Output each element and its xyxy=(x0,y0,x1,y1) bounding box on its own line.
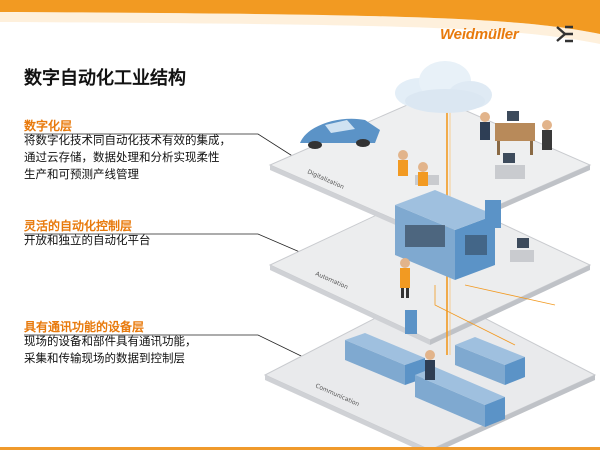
cloud-icon xyxy=(395,61,492,113)
section-communication-text: 现场的设备和部件具有通讯功能， 采集和传输现场的数据到控制层 xyxy=(24,334,197,365)
industry-architecture-illustration: Digitalization Automation Communication xyxy=(263,61,597,450)
automation-workstation xyxy=(400,200,534,298)
page-title: 数字自动化工业结构 xyxy=(24,68,186,89)
brand-name: Weidmüller xyxy=(440,26,519,43)
weidmuller-logo-icon xyxy=(556,25,573,43)
section-automation-heading: 灵活的自动化控制层 xyxy=(24,219,133,233)
section-automation-text: 开放和独立的自动化平台 xyxy=(24,233,151,247)
control-cabinet xyxy=(395,190,495,280)
header-band xyxy=(0,0,600,44)
footer-line xyxy=(0,447,600,450)
office-workers xyxy=(398,111,552,186)
field-machines xyxy=(345,310,525,427)
section-digitalization-heading: 数字化层 xyxy=(24,119,73,133)
section-communication-heading: 具有通讯功能的设备层 xyxy=(24,320,145,334)
section-digitalization-text: 将数字化技术同自动化技术有效的集成， 通过云存储，数据处理和分析实现柔性 生产和… xyxy=(24,133,231,181)
car-icon xyxy=(300,118,380,149)
